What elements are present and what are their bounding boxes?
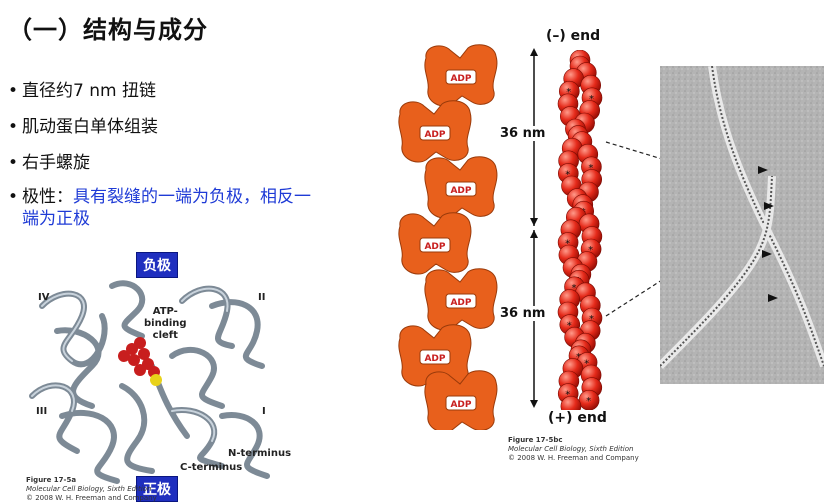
polarity-prefix: 极性： bbox=[22, 187, 73, 207]
repeat-length-bottom: 36 nm bbox=[498, 306, 547, 321]
bullet-polarity: •极性：具有裂缝的一端为负极，相反一 端为正极 bbox=[8, 186, 338, 230]
caption-line: Figure 17-5a bbox=[26, 476, 76, 484]
electron-micrograph bbox=[660, 66, 824, 384]
atp-label-line: binding bbox=[144, 318, 187, 330]
bullet-text: 直径约7 nm 扭链 bbox=[22, 81, 156, 101]
atp-cleft-label: ATP- binding cleft bbox=[144, 306, 187, 342]
bullet-item: •肌动蛋白单体组装 bbox=[8, 116, 158, 138]
polarity-text-1: 具有裂缝的一端为负极，相反一 bbox=[73, 187, 311, 207]
caption-line: Figure 17-5bc bbox=[508, 436, 563, 444]
c-terminus-label: C-terminus bbox=[180, 462, 242, 473]
caption-line: Molecular Cell Biology, Sixth Edition bbox=[508, 445, 633, 453]
n-terminus-label: N-terminus bbox=[228, 448, 291, 459]
minus-end-label: (–) end bbox=[546, 28, 600, 44]
caption-line: Molecular Cell Biology, Sixth Edition bbox=[26, 485, 151, 493]
bullet-text: 肌动蛋白单体组装 bbox=[22, 117, 158, 137]
bullet-text: 右手螺旋 bbox=[22, 153, 90, 173]
caption-line: © 2008 W. H. Freeman and Company bbox=[26, 494, 157, 503]
caption-line: © 2008 W. H. Freeman and Company bbox=[508, 454, 639, 463]
actin-structure-figure bbox=[22, 246, 298, 498]
atp-molecule bbox=[118, 337, 162, 386]
adp-actin-stack: ADP bbox=[390, 40, 500, 430]
domain-label-iii: III bbox=[36, 406, 47, 417]
atp-marker-asterisk: * bbox=[586, 396, 591, 407]
atp-label-line: cleft bbox=[144, 330, 187, 342]
domain-label-iv: IV bbox=[38, 292, 49, 303]
polarity-text-2: 端为正极 bbox=[22, 209, 90, 229]
minus-end-tag: 负极 bbox=[136, 252, 178, 278]
slide-title: （一）结构与成分 bbox=[8, 10, 208, 45]
bullet-item: •直径约7 nm 扭链 bbox=[8, 80, 156, 102]
filament-caption: Figure 17-5bc Molecular Cell Biology, Si… bbox=[508, 436, 639, 463]
length-arrows bbox=[524, 48, 544, 408]
plus-end-label: (+) end bbox=[548, 410, 607, 426]
bullet-item: •右手螺旋 bbox=[8, 152, 90, 174]
ribbon-diagram bbox=[22, 246, 298, 498]
domain-label-ii: II bbox=[258, 292, 265, 303]
structure-caption: Figure 17-5a Molecular Cell Biology, Six… bbox=[26, 476, 157, 503]
domain-label-i: I bbox=[262, 406, 266, 417]
atp-label-line: ATP- bbox=[144, 306, 187, 318]
repeat-length-top: 36 nm bbox=[498, 126, 547, 141]
